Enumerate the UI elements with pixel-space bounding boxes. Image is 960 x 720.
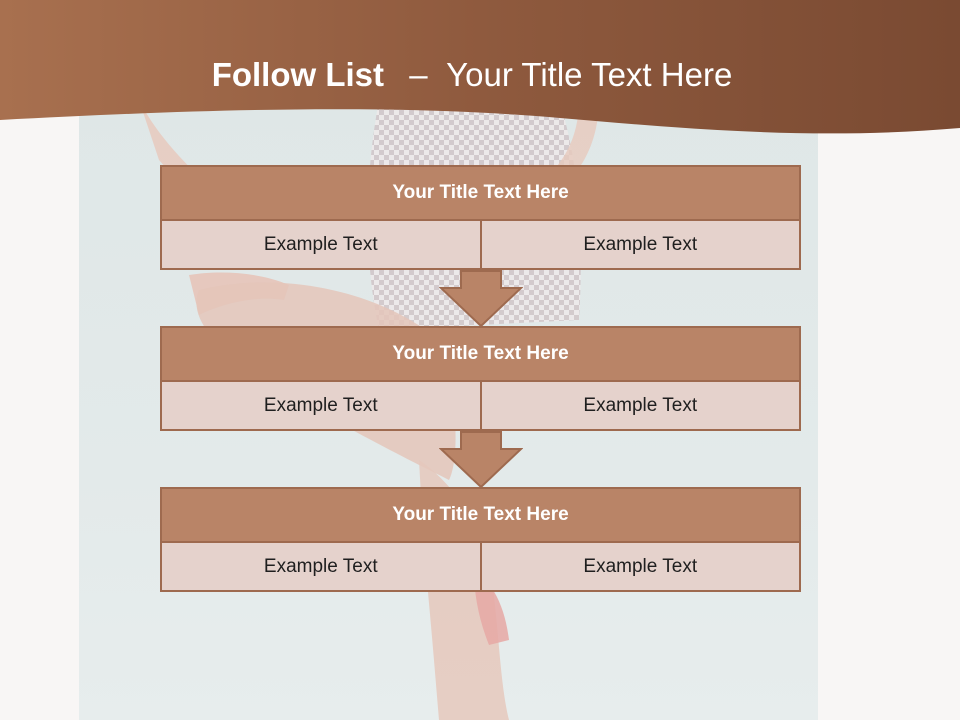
slide-title-rest: Your Title Text Here bbox=[446, 56, 733, 93]
follow-step-3: Your Title Text Here Example Text Exampl… bbox=[160, 487, 801, 592]
step-row: Example Text Example Text bbox=[160, 221, 801, 270]
step-title: Your Title Text Here bbox=[160, 326, 801, 382]
step-right-text: Example Text bbox=[481, 543, 801, 592]
step-row: Example Text Example Text bbox=[160, 382, 801, 431]
slide-title-separator: – bbox=[409, 56, 428, 93]
step-row: Example Text Example Text bbox=[160, 543, 801, 592]
slide-title: Follow List – Your Title Text Here bbox=[0, 56, 944, 94]
follow-step-1: Your Title Text Here Example Text Exampl… bbox=[160, 165, 801, 270]
step-left-text: Example Text bbox=[160, 382, 482, 431]
step-title: Your Title Text Here bbox=[160, 487, 801, 543]
step-left-text: Example Text bbox=[160, 543, 482, 592]
step-right-text: Example Text bbox=[481, 221, 801, 270]
header-band bbox=[0, 0, 960, 134]
step-left-text: Example Text bbox=[160, 221, 482, 270]
down-arrow-icon bbox=[439, 431, 523, 489]
step-right-text: Example Text bbox=[481, 382, 801, 431]
follow-step-2: Your Title Text Here Example Text Exampl… bbox=[160, 326, 801, 431]
slide-title-bold: Follow List bbox=[211, 56, 385, 93]
step-title: Your Title Text Here bbox=[160, 165, 801, 221]
down-arrow-icon bbox=[439, 270, 523, 328]
